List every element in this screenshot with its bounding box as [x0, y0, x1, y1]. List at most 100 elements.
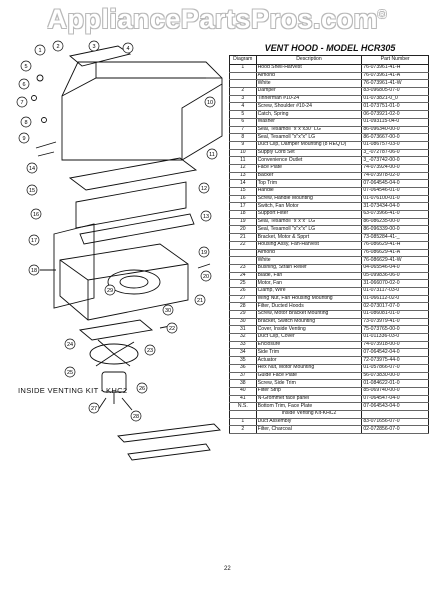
cell-part-number: 07-064542-04-0 — [361, 348, 429, 358]
cell-diagram: 29 — [229, 310, 257, 319]
cell-description: Face Plate — [255, 164, 363, 173]
fan-housing — [59, 243, 189, 321]
cell-part-number — [361, 410, 429, 419]
callout-number: 12 — [201, 186, 207, 192]
cell-description: Convenience Outlet — [255, 156, 363, 165]
cell-part-number: 01-073117-03-0 — [361, 287, 429, 296]
cell-part-number: 86-096339-00-0 — [361, 225, 429, 235]
cell-part-number: 01-093115-04-0 — [361, 118, 429, 127]
watermark-registered-mark: ® — [378, 9, 387, 21]
cell-diagram — [229, 410, 257, 419]
callout-number: 10 — [207, 100, 213, 106]
cell-description: White — [255, 256, 363, 265]
hood-shell — [61, 61, 223, 161]
cell-diagram — [229, 79, 257, 89]
cell-description: Tinnerman #10-24 — [255, 95, 363, 104]
cell-diagram: 19 — [229, 218, 257, 227]
cell-diagram: 8 — [229, 133, 257, 142]
callout-number: 5 — [24, 64, 27, 70]
cell-description: Washer — [255, 118, 363, 127]
callout-number: 30 — [165, 308, 171, 314]
cell-description: Support Filter — [255, 210, 363, 219]
callout-number: 17 — [31, 238, 37, 244]
cell-description: Duct Assembly — [255, 418, 363, 427]
cell-diagram: 31 — [229, 325, 257, 335]
cell-description: Inside Venting Kit-KHC2 — [255, 410, 363, 419]
cell-description: Screw, Handle Mounting — [255, 195, 363, 204]
cell-diagram: 24 — [229, 272, 257, 281]
cell-part-number: 76-073961-41-H — [361, 64, 429, 73]
cell-diagram: 41 — [229, 395, 257, 404]
cell-part-number: 02-072856-07-0 — [361, 425, 429, 434]
cell-part-number: 86-096340-00-0 — [361, 126, 429, 135]
column-header-diagram: Diagram — [229, 55, 257, 65]
cell-diagram: 30 — [229, 318, 257, 327]
callout-number: 27 — [91, 406, 97, 412]
cell-part-number: 76-073961-41-A — [361, 72, 429, 81]
cell-description: Filter Strip — [255, 387, 363, 396]
cell-diagram: 28 — [229, 302, 257, 311]
callout-number: 23 — [147, 348, 153, 354]
cell-diagram: 11 — [229, 156, 257, 165]
callout-number: 6 — [22, 82, 25, 88]
cell-part-number: 01-076100-01-0 — [361, 195, 429, 204]
cell-description: Screw, Motor Bracket Mounting — [255, 310, 363, 319]
cell-diagram: 17 — [229, 202, 257, 212]
column-header-part-number: Part Number — [361, 55, 429, 65]
cell-description: Bracket, Switch Mounting — [255, 318, 363, 327]
cell-part-number: 31-073434-04-0 — [361, 202, 429, 212]
table-row: Inside Venting Kit-KHC2 — [229, 410, 429, 419]
callout-number: 8 — [24, 120, 27, 126]
cell-description: Damper — [255, 87, 363, 96]
cell-part-number: 74-073978-02-0 — [361, 172, 429, 181]
cell-part-number: 83-096805-07-0 — [361, 87, 429, 96]
cell-diagram: 35 — [229, 356, 257, 365]
callout-number: 15 — [29, 188, 35, 194]
inside-venting-kit-label: INSIDE VENTING KIT - KHC2 — [18, 386, 128, 395]
cell-diagram: 6 — [229, 118, 257, 127]
callout-number: 18 — [31, 268, 37, 274]
cell-diagram: 23 — [229, 264, 257, 273]
callout-number: 13 — [203, 214, 209, 220]
cell-description: Wing Nut, Fan Housing Mounting — [255, 295, 363, 304]
cell-description: Screw, Side Trim — [255, 379, 363, 388]
cell-part-number: 75-073765-00-0 — [361, 325, 429, 335]
callout-number: 19 — [201, 250, 207, 256]
cell-description: Filter, Charcoal — [255, 425, 363, 434]
fan-blade — [89, 339, 139, 367]
callout-number: 9 — [22, 136, 25, 142]
cell-diagram: 38 — [229, 379, 257, 388]
cell-description: Seal, Tesamoll "x"x"x30" LG — [255, 126, 363, 135]
cell-part-number: 01-086757-03-0 — [361, 141, 429, 150]
cell-description: Screw, Shoulder #10-24 — [255, 102, 363, 112]
cell-part-number: 76-073961-41-W — [361, 79, 429, 89]
cell-diagram: 16 — [229, 195, 257, 204]
cell-description: Backer — [255, 172, 363, 181]
cell-diagram: 32 — [229, 333, 257, 342]
cell-diagram: 22 — [229, 241, 257, 250]
callout-number: 7 — [20, 100, 23, 106]
cell-diagram: 7 — [229, 126, 257, 135]
